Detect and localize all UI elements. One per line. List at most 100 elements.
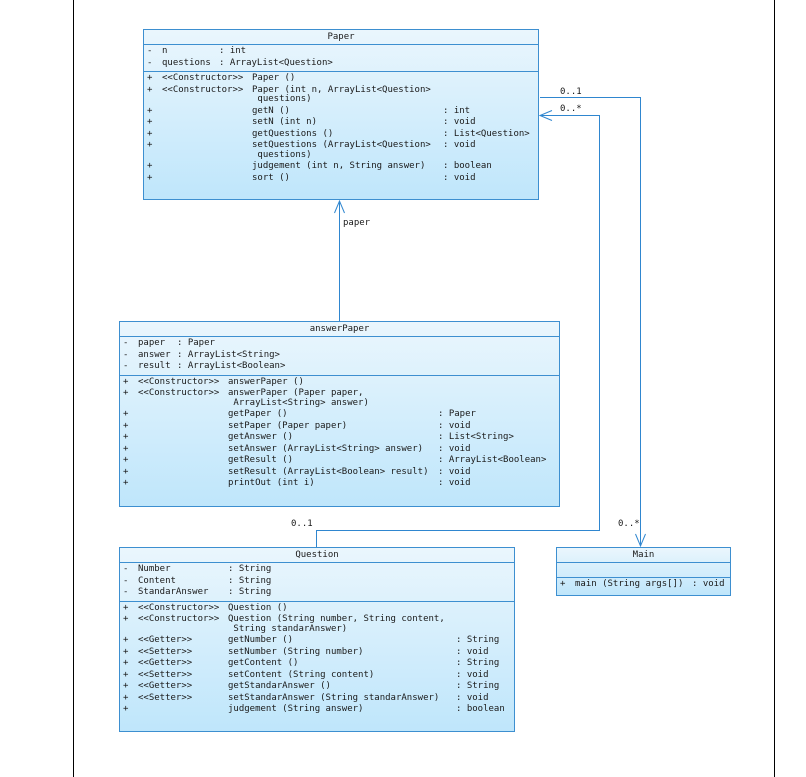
operation-row: + <<Constructor>> Question (String number,… xyxy=(120,614,514,635)
attribute-name: paper xyxy=(138,338,166,348)
operation-stereotype: <<Getter>> xyxy=(138,658,193,668)
operation-signature: setPaper (Paper paper) xyxy=(228,420,348,431)
attribute-row: -StandarAnswer : String xyxy=(120,587,514,599)
attribute-row: -result: ArrayList<Boolean> xyxy=(120,361,559,373)
visibility-marker: + xyxy=(147,161,153,171)
operation-return-type: : String xyxy=(456,658,500,668)
operations-compartment: + <<Constructor>> Question ()+ <<Constructo… xyxy=(120,602,514,718)
visibility-marker: - xyxy=(147,57,153,68)
attribute-name: result xyxy=(138,361,171,371)
operation-row: +<<Getter>>getNumber (): String xyxy=(120,635,514,647)
multiplicity-label: 0..1 xyxy=(560,87,582,97)
visibility-marker: - xyxy=(123,338,129,348)
attribute-type: : Paper xyxy=(177,338,215,348)
operation-signature: setQuestions (ArrayList<Question> questi… xyxy=(252,140,431,160)
attribute-row: -paper : Paper xyxy=(120,338,559,350)
attribute-name: Number xyxy=(138,564,171,574)
operation-return-type: : boolean xyxy=(456,704,505,714)
operation-row: + <<Constructor>> answerPaper () xyxy=(120,377,559,389)
visibility-marker: - xyxy=(123,349,129,360)
operation-row: +getAnswer (): List<String> xyxy=(120,432,559,444)
operation-signature: answerPaper () xyxy=(228,376,304,387)
operations-compartment: +main (String args[]): void xyxy=(557,578,730,593)
visibility-marker: + xyxy=(123,388,129,398)
class-question[interactable]: Question-Number: String-Content: String-… xyxy=(119,547,515,732)
attribute-type: : String xyxy=(228,587,272,597)
visibility-marker: + xyxy=(147,117,153,127)
operation-stereotype: <<Getter>> xyxy=(138,635,193,645)
attributes-compartment: -Number: String-Content: String-StandarA… xyxy=(120,563,514,602)
operation-signature: getPaper () xyxy=(228,409,288,419)
class-main[interactable]: Main+main (String args[]): void xyxy=(556,547,731,596)
operation-stereotype: <<Constructor>> xyxy=(138,376,220,387)
class-name: Question xyxy=(120,548,514,563)
operation-stereotype: <<Constructor>> xyxy=(138,614,220,624)
operation-signature: Question () xyxy=(228,602,288,613)
visibility-marker: - xyxy=(123,361,129,371)
visibility-marker: - xyxy=(147,46,153,56)
visibility-marker: + xyxy=(123,704,129,714)
operation-return-type: : void xyxy=(456,669,489,680)
assoc-question-paper-arrowhead xyxy=(538,110,553,121)
multiplicity-label: 0..* xyxy=(618,519,640,529)
operation-row: +setResult (ArrayList<Boolean> result): … xyxy=(120,467,559,479)
operation-signature: judgement (int n, String answer) xyxy=(252,161,426,171)
visibility-marker: - xyxy=(123,587,129,597)
operation-return-type: : ArrayList<Boolean> xyxy=(438,455,547,465)
class-name: Paper xyxy=(144,30,538,45)
attribute-name: StandarAnswer xyxy=(138,587,209,597)
visibility-marker: + xyxy=(123,669,129,680)
operation-signature: printOut (int i) xyxy=(228,478,315,488)
visibility-marker: + xyxy=(147,105,153,116)
operation-signature: Question (String number, String content,… xyxy=(228,614,445,634)
assoc-main-paper-line xyxy=(540,97,641,546)
visibility-marker: + xyxy=(560,579,566,589)
operation-signature: getAnswer () xyxy=(228,432,294,442)
attribute-name: answer xyxy=(138,349,171,360)
assoc-main-paper-arrowhead xyxy=(635,533,646,548)
assoc-answerpaper-paper-arrowhead xyxy=(334,199,345,214)
operation-signature: Paper () xyxy=(252,73,296,83)
attribute-row: -answer: ArrayList<String> xyxy=(120,350,559,362)
operation-return-type: : void xyxy=(438,478,471,488)
attribute-row: -Number: String xyxy=(120,564,514,576)
operations-compartment: +<<Constructor>>answerPaper ()+<<Constru… xyxy=(120,376,559,492)
attribute-type: : String xyxy=(228,575,272,586)
visibility-marker: + xyxy=(123,602,129,613)
operation-signature: Paper (int n, ArrayList<Question> questi… xyxy=(252,84,431,104)
operation-return-type: : List<String> xyxy=(438,432,514,442)
visibility-marker: + xyxy=(123,692,129,703)
operation-return-type: : String xyxy=(456,635,500,645)
visibility-marker: + xyxy=(123,614,129,624)
operation-return-type: : Paper xyxy=(438,409,476,419)
class-name: Main xyxy=(557,548,730,563)
class-paper[interactable]: Paper-n: int-questions: ArrayList<Questi… xyxy=(143,29,539,200)
attribute-row: -n: int xyxy=(144,46,538,58)
operation-return-type: : void xyxy=(438,443,471,454)
visibility-marker: + xyxy=(147,73,153,83)
multiplicity-label: 0..1 xyxy=(291,519,313,529)
class-answerpaper[interactable]: answerPaper-paper: Paper-answer: ArrayLi… xyxy=(119,321,560,507)
visibility-marker: + xyxy=(123,443,129,454)
operation-row: +main (String args[]): void xyxy=(557,579,730,591)
operation-row: +getN (): int xyxy=(144,106,538,118)
operation-row: +judgement (int n, String answer): boole… xyxy=(144,161,538,173)
operation-return-type: : List<Question> xyxy=(443,128,530,139)
operation-row: +judgement (String answer): boolean xyxy=(120,704,514,716)
operation-stereotype: <<Constructor>> xyxy=(162,73,244,83)
operation-signature: main (String args[]) xyxy=(575,579,684,589)
operation-signature: getNumber () xyxy=(228,635,294,645)
operation-row: +setAnswer (ArrayList<String> answer): v… xyxy=(120,444,559,456)
operation-signature: getQuestions () xyxy=(252,128,334,139)
page-left-border xyxy=(73,0,74,777)
operation-row: +getResult (): ArrayList<Boolean> xyxy=(120,455,559,467)
operation-signature: setStandarAnswer (String standarAnswer) xyxy=(228,692,440,703)
visibility-marker: + xyxy=(123,478,129,488)
visibility-marker: + xyxy=(123,681,129,691)
operation-stereotype: <<Constructor>> xyxy=(162,84,244,95)
visibility-marker: + xyxy=(123,376,129,387)
operation-row: + printOut (int i) : void xyxy=(120,478,559,490)
visibility-marker: + xyxy=(123,420,129,431)
operation-signature: answerPaper (Paper paper, ArrayList<Stri… xyxy=(228,388,369,408)
page-right-border xyxy=(774,0,775,777)
